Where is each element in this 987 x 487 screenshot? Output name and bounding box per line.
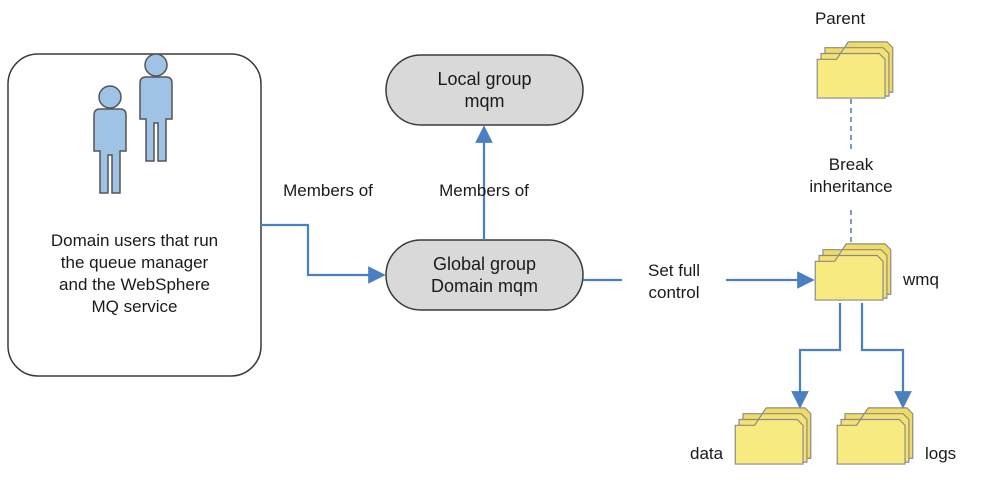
folder-icon-wmq xyxy=(814,243,892,301)
break-inheritance-label: Break inheritance xyxy=(791,154,911,198)
set-full-control-line-2: control xyxy=(648,283,700,302)
wmq-to-data-arrow xyxy=(791,303,842,409)
folder-icon-data xyxy=(734,407,812,465)
local-group-node xyxy=(385,54,584,126)
users-to-global-label: Members of xyxy=(268,180,388,202)
local-group-label: Local group mqm xyxy=(386,68,583,112)
logs-folder-text: logs xyxy=(925,444,957,463)
global-to-local-label: Members of xyxy=(424,180,544,202)
folder-icon-parent xyxy=(816,41,894,99)
users-box-line-2: the queue manager xyxy=(60,253,209,272)
local-group-line-1: Local group xyxy=(437,69,532,89)
parent-folder-text: Parent xyxy=(814,9,866,28)
users-box-line-3: and the WebSphere xyxy=(59,275,210,294)
local-group-line-2: mqm xyxy=(464,91,505,111)
logs-folder-label: logs xyxy=(925,443,956,465)
users-box-line-1: Domain users that run xyxy=(50,231,219,250)
wmq-to-logs-arrow xyxy=(860,303,912,409)
data-folder-label: data xyxy=(690,443,723,465)
break-inheritance-line-2: inheritance xyxy=(809,177,893,196)
users-to-global-arrow xyxy=(261,223,386,284)
folder-icon-logs xyxy=(836,407,914,465)
users-to-global-text: Members of xyxy=(283,181,373,200)
global-group-line-1: Global group xyxy=(432,254,537,274)
break-inheritance-line-1: Break xyxy=(828,155,874,174)
global-to-local-text: Members of xyxy=(439,181,529,200)
wmq-folder-text: wmq xyxy=(903,270,939,289)
wmq-folder-label: wmq xyxy=(903,269,939,291)
users-box xyxy=(7,53,262,377)
global-group-label: Global group Domain mqm xyxy=(386,253,583,297)
global-group-line-2: Domain mqm xyxy=(430,276,539,296)
set-full-control-line-1: Set full xyxy=(648,261,700,280)
users-box-label: Domain users that run the queue manager … xyxy=(18,230,251,318)
set-full-control-label: Set full control xyxy=(626,260,722,304)
parent-folder-label: Parent xyxy=(800,8,880,30)
users-box-line-4: MQ service xyxy=(91,297,178,316)
data-folder-text: data xyxy=(690,444,724,463)
